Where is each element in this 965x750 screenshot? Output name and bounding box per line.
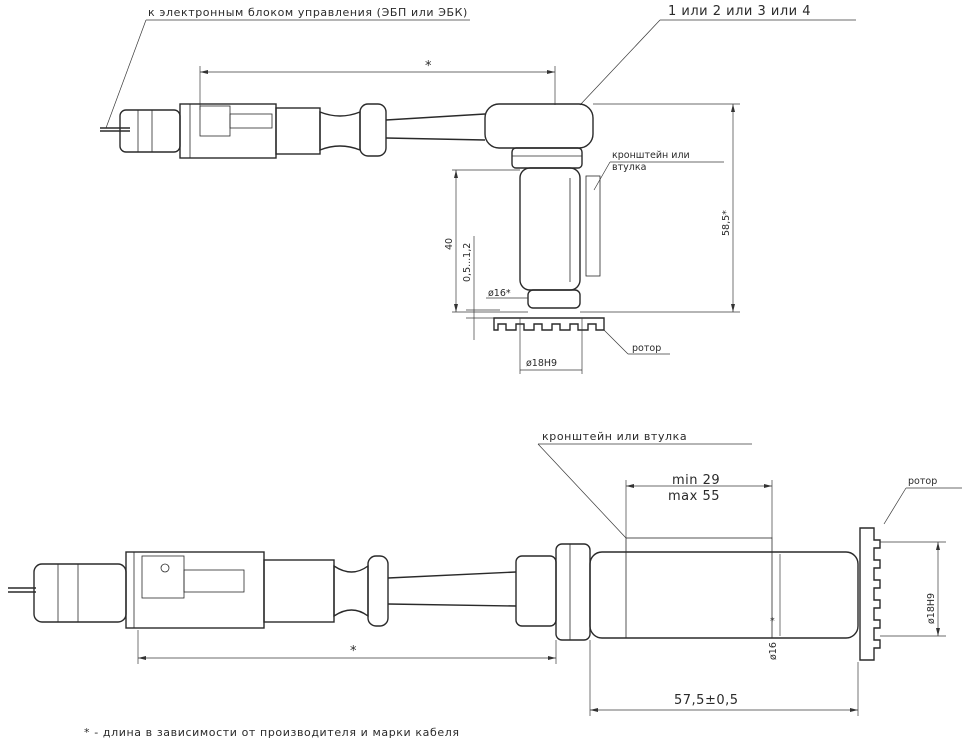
diameter-16: ø16* [488,288,511,299]
sensor-body-bottom [589,551,859,639]
connector-plug-bottom [33,563,127,623]
bracket-section [585,175,601,277]
diameter-18: ø18H9 [526,358,557,369]
cable-top [385,113,486,121]
sensor-tip [527,289,581,309]
length-mark-bottom: * [350,644,357,659]
rotor-label-bottom: ротор [908,476,937,487]
bottom-view: кронштейн или втулка min 29 max 55 ротор [8,430,962,716]
height-dim: 58,5* [721,210,732,236]
cable-bottom [387,571,517,579]
sensor-head [484,103,594,149]
cable-label: к электронным блоком управления (ЭБП или… [148,6,468,19]
diameter-18-bottom: ø18H9 [926,593,937,624]
footnote: * - длина в зависимости от производителя… [84,726,460,739]
sensor-collar [511,147,583,169]
diameter-16-bottom: ø16 [768,642,779,660]
sensor-body [519,167,581,291]
rotor-label-top: ротор [632,343,661,354]
variant-leader [579,19,661,106]
rotor-teeth-bottom [859,527,881,661]
overall-length: 57,5±0,5 [674,693,739,708]
bracket-section-bottom [625,537,773,553]
sensor-flange [555,543,591,641]
sensor-head-bottom [515,555,557,627]
cable-leader [105,19,147,129]
bracket-label-1: кронштейн или [612,150,690,161]
variant-label: 1 или 2 или 3 или 4 [668,4,811,19]
connector-coupling [275,107,321,155]
min-label: min 29 [672,473,720,488]
bracket-label-2: втулка [612,162,646,173]
connector-housing [179,103,277,159]
bracket-label-bottom: кронштейн или втулка [542,430,687,443]
height-40: 40 [444,238,455,250]
top-view: к электронным блоком управления (ЭБП или… [100,4,856,374]
length-mark: * [425,59,432,74]
max-label: max 55 [668,489,720,504]
cable-boot [319,110,361,152]
gap-dim: 0,5...1,2 [462,243,473,282]
diameter-16-mark: * [770,616,775,627]
connector-housing-bottom [125,551,265,629]
connector-coupling-bottom [263,559,335,623]
rotor-teeth [493,317,605,331]
